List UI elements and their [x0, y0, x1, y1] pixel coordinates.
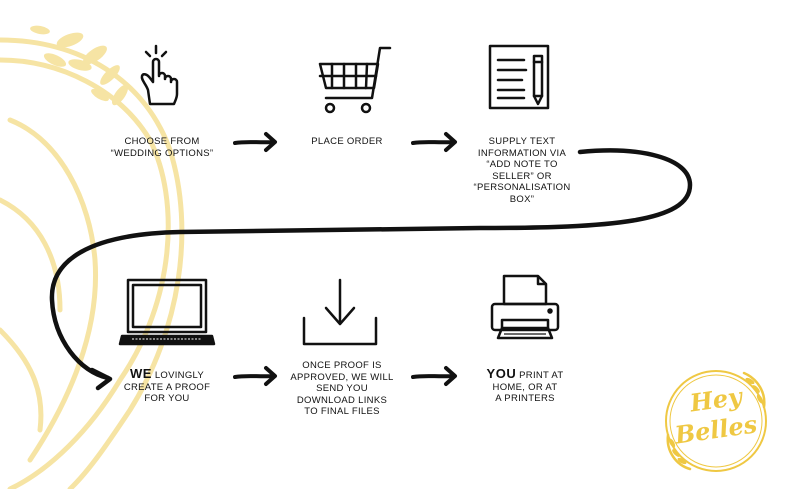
caption-first-rest: LOVINGLY — [151, 370, 205, 381]
caption-line: SELLER” OR — [492, 170, 552, 182]
step-2-caption: PLACE ORDER — [292, 136, 402, 148]
caption-line: BOX” — [509, 193, 535, 205]
caption-line: “ADD NOTE TO — [486, 159, 558, 170]
caption-line: PLACE ORDER — [311, 136, 383, 147]
arrow-step5-to-step6 — [411, 366, 457, 386]
caption-line: “PERSONALISATION — [473, 182, 571, 193]
step-3-caption: SUPPLY TEXT INFORMATION VIA “ADD NOTE TO… — [462, 136, 582, 205]
caption-line: DOWNLOAD LINKS — [296, 394, 388, 406]
printer-icon — [490, 274, 560, 340]
caption-line: APPROVED, WE WILL — [290, 371, 394, 383]
caption-line: SUPPLY TEXT — [488, 136, 556, 147]
step-5-caption: ONCE PROOF IS APPROVED, WE WILL SEND YOU… — [280, 360, 404, 418]
arrow-step4-to-step5 — [233, 366, 277, 386]
caption-line: “WEDDING OPTIONS” — [110, 147, 214, 159]
caption-first-rest: PRINT AT — [516, 370, 564, 381]
step-1-caption: CHOOSE FROM “WEDDING OPTIONS” — [100, 136, 224, 159]
hey-belles-logo: Hey Belles — [660, 365, 772, 477]
caption-first-line: YOU PRINT AT — [470, 366, 580, 382]
arrow-step2-to-step3 — [411, 132, 457, 152]
wheat-grains-decoration — [30, 25, 129, 106]
tap-hand-icon — [140, 44, 179, 106]
caption-lead-word: YOU — [486, 366, 517, 381]
caption-line: CREATE A PROOF — [123, 381, 211, 393]
wheat-stalk-decoration — [0, 37, 185, 489]
connector-curve — [49, 148, 693, 381]
caption-line: FOR YOU — [144, 393, 190, 404]
caption-line: HOME, OR AT — [492, 381, 558, 393]
shopping-cart-icon — [318, 46, 392, 114]
text-document-pen-icon — [488, 44, 550, 110]
step-6-caption: YOU PRINT AT HOME, OR AT A PRINTERS — [470, 366, 580, 405]
caption-line: INFORMATION VIA — [477, 147, 567, 159]
caption-line: A PRINTERS — [495, 393, 555, 404]
laptop-icon — [118, 278, 216, 346]
download-tray-icon — [302, 278, 378, 346]
caption-line: SEND YOU — [316, 383, 368, 394]
caption-line: ONCE PROOF IS — [302, 360, 382, 371]
caption-line: TO FINAL FILES — [304, 406, 380, 417]
connector-curve-arrowhead — [89, 367, 113, 391]
arrow-step1-to-step2 — [233, 132, 277, 152]
step-4-caption: WE LOVINGLY CREATE A PROOF FOR YOU — [112, 366, 222, 405]
caption-line: CHOOSE FROM — [124, 136, 200, 147]
logo-wreath-icon — [665, 370, 767, 472]
caption-first-line: WE LOVINGLY — [112, 366, 222, 382]
caption-lead-word: WE — [129, 366, 152, 381]
